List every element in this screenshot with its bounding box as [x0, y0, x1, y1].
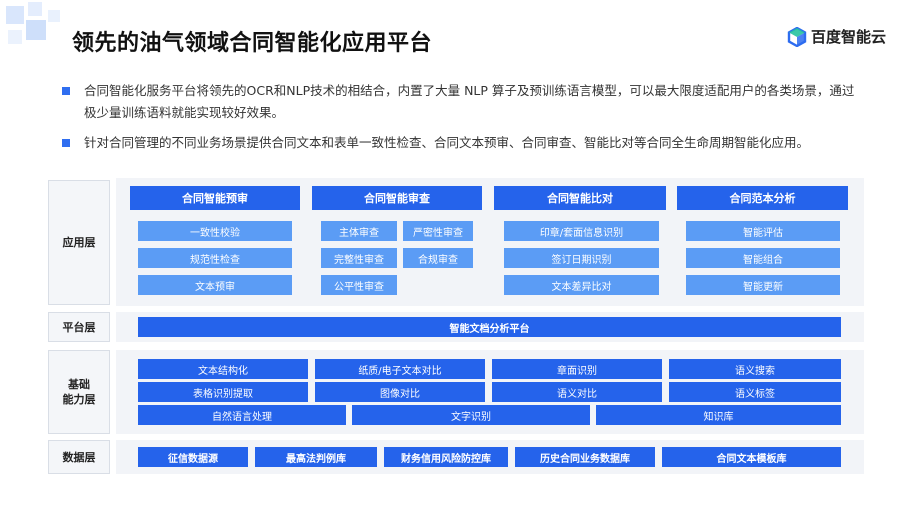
bullet-list: 合同智能化服务平台将领先的OCR和NLP技术的相结合，内置了大量 NLP 算子及… — [62, 80, 862, 162]
data-source-item: 合同文本模板库 — [662, 447, 841, 467]
layer-label-platform: 平台层 — [48, 312, 110, 342]
data-source-item: 财务信用风险防控库 — [384, 447, 508, 467]
chip-item: 公平性审查 — [321, 275, 397, 295]
bullet-square-icon — [62, 87, 70, 95]
chip-item: 印章/套面信息识别 — [504, 221, 659, 241]
chip-item: 文本差异比对 — [504, 275, 659, 295]
page-title: 领先的油气领域合同智能化应用平台 — [72, 31, 433, 56]
bullet-text: 合同智能化服务平台将领先的OCR和NLP技术的相结合，内置了大量 NLP 算子及… — [84, 83, 855, 120]
chip-item: 规范性检查 — [138, 248, 292, 268]
group-header-review: 合同智能审查 — [312, 186, 482, 210]
bullet-text: 针对合同管理的不同业务场景提供合同文本和表单一致性检查、合同文本预审、合同审查、… — [84, 135, 810, 150]
chip-item: 主体审查 — [321, 221, 397, 241]
bullet-item: 合同智能化服务平台将领先的OCR和NLP技术的相结合，内置了大量 NLP 算子及… — [62, 80, 862, 124]
capability-item: 表格识别提取 — [138, 382, 308, 402]
layer-label-app: 应用层 — [48, 180, 110, 305]
capability-item: 文字识别 — [352, 405, 590, 425]
app-layer-panel: 合同智能预审 一致性校验 规范性检查 文本预审 合同智能审查 主体审查 严密性审… — [116, 178, 864, 306]
capability-item: 自然语言处理 — [138, 405, 346, 425]
data-source-item: 历史合同业务数据库 — [515, 447, 655, 467]
capability-item: 语义对比 — [492, 382, 662, 402]
capability-item: 语义搜索 — [669, 359, 841, 379]
capability-item: 语义标签 — [669, 382, 841, 402]
capability-item: 文本结构化 — [138, 359, 308, 379]
chip-item: 智能组合 — [686, 248, 840, 268]
chip-item: 智能评估 — [686, 221, 840, 241]
data-source-item: 征信数据源 — [138, 447, 248, 467]
baidu-cloud-logo-icon — [787, 26, 807, 47]
platform-bar: 智能文档分析平台 — [138, 317, 841, 337]
layer-label-base: 基础 能力层 — [48, 350, 110, 434]
architecture-stack: 应用层 平台层 基础 能力层 数据层 合同智能预审 一致性校验 规范性检查 文本… — [48, 178, 864, 478]
chip-item: 签订日期识别 — [504, 248, 659, 268]
bullet-square-icon — [62, 139, 70, 147]
data-source-item: 最高法判例库 — [255, 447, 377, 467]
chip-item: 文本预审 — [138, 275, 292, 295]
chip-item: 完整性审查 — [321, 248, 397, 268]
group-header-precheck: 合同智能预审 — [130, 186, 300, 210]
chip-item: 合规审查 — [403, 248, 473, 268]
bullet-item: 针对合同管理的不同业务场景提供合同文本和表单一致性检查、合同文本预审、合同审查、… — [62, 132, 862, 154]
chip-item: 一致性校验 — [138, 221, 292, 241]
group-header-template: 合同范本分析 — [677, 186, 848, 210]
platform-layer-panel: 智能文档分析平台 — [116, 312, 864, 342]
group-header-compare: 合同智能比对 — [494, 186, 666, 210]
capability-item: 章面识别 — [492, 359, 662, 379]
brand-name: 百度智能云 — [810, 28, 886, 46]
capability-item: 知识库 — [596, 405, 841, 425]
data-layer-panel: 征信数据源 最高法判例库 财务信用风险防控库 历史合同业务数据库 合同文本模板库 — [116, 440, 864, 474]
chip-item: 严密性审查 — [403, 221, 473, 241]
layer-label-data: 数据层 — [48, 440, 110, 474]
decorative-cubes-icon — [6, 2, 60, 44]
base-layer-panel: 文本结构化 纸质/电子文本对比 章面识别 语义搜索 表格识别提取 图像对比 语义… — [116, 350, 864, 434]
capability-item: 图像对比 — [315, 382, 485, 402]
chip-item: 智能更新 — [686, 275, 840, 295]
capability-item: 纸质/电子文本对比 — [315, 359, 485, 379]
brand-logo: 百度智能云 — [787, 26, 886, 47]
